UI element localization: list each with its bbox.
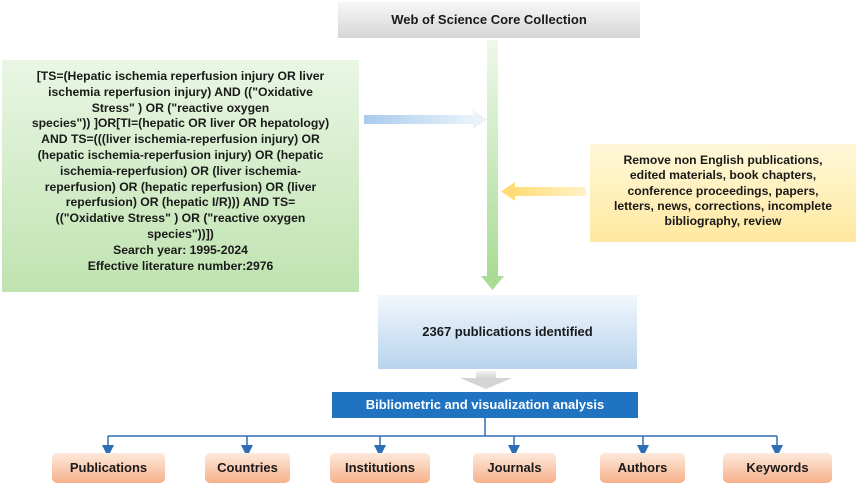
main-flow-arrow [481, 40, 504, 290]
query-line: species")) ]OR[TI=(hepatic OR liver OR h… [31, 116, 330, 131]
query-line: AND TS=(((liver ischemia-reperfusion inj… [41, 132, 320, 147]
analysis-arrow [460, 371, 512, 389]
query-line: ischemia-reperfusion) OR (liver ischemia… [59, 163, 302, 178]
query-merge-arrow [364, 110, 487, 129]
effective-literature-number: Effective literature number:2976 [87, 258, 274, 273]
category-authors: Authors [600, 453, 685, 483]
analysis-box: Bibliometric and visualization analysis [332, 392, 638, 418]
query-line: (hepatic ischemia-reperfusion injury) OR… [37, 147, 324, 162]
category-institutions: Institutions [330, 453, 430, 483]
exclusion-criteria-box: Remove non English publications, edited … [590, 144, 856, 242]
search-year: Search year: 1995-2024 [113, 242, 248, 257]
query-line: reperfusion) OR (hepatic I/R))) AND TS= [65, 195, 296, 210]
query-line: [TS=(Hepatic ischemia reperfusion injury… [36, 69, 325, 83]
source-database-box: Web of Science Core Collection [338, 2, 640, 38]
query-line: species"))]) [147, 226, 214, 241]
exclusion-line: conference proceedings, papers, [627, 183, 819, 198]
exclusion-line: letters, news, corrections, incomplete [613, 198, 833, 213]
query-line: Stress" ) OR ("reactive oxygen [91, 100, 270, 115]
query-line: (("Oxidative Stress" ) OR ("reactive oxy… [55, 211, 306, 226]
category-publications: Publications [52, 453, 165, 483]
exclusion-line: bibliography, review [664, 214, 782, 229]
category-keywords: Keywords [723, 453, 832, 483]
category-tree-connectors [102, 418, 783, 457]
query-line: ischemia reperfusion injury) AND (("Oxid… [48, 84, 313, 99]
publications-identified-box: 2367 publications identified [378, 295, 637, 369]
category-countries: Countries [205, 453, 290, 483]
exclusion-line: Remove non English publications, [623, 153, 823, 167]
exclusion-arrow [501, 182, 586, 201]
exclusion-line: edited materials, book chapters, [629, 168, 817, 183]
search-query-box: [TS=(Hepatic ischemia reperfusion injury… [2, 60, 359, 292]
category-journals: Journals [473, 453, 556, 483]
query-line: reperfusion) OR (hepatic reperfusion) OR… [44, 179, 317, 194]
